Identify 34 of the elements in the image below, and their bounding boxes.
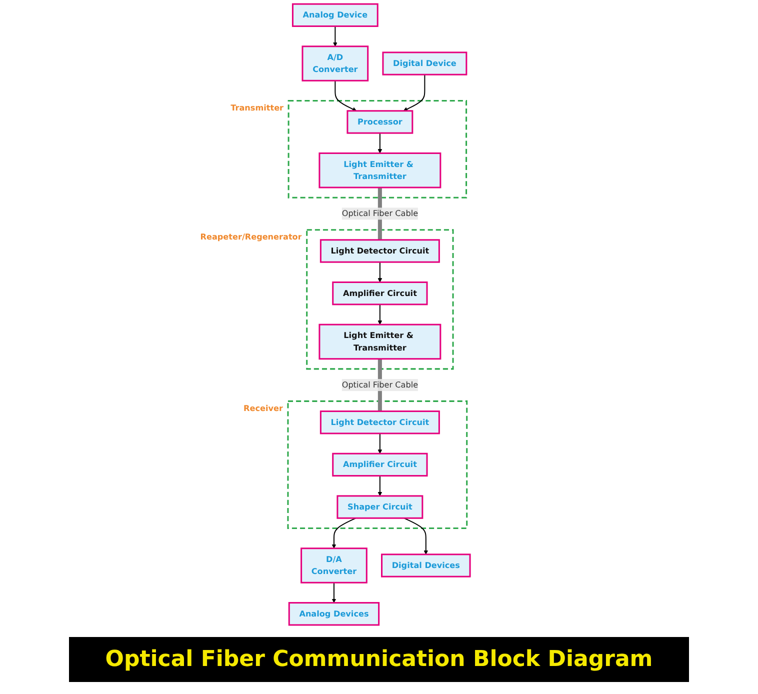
arrow <box>334 80 357 112</box>
node-box: Analog Device <box>292 3 378 27</box>
arrow <box>332 518 356 549</box>
node-box: Light Emitter & Transmitter <box>318 152 442 188</box>
node-label: Receiver <box>244 403 283 413</box>
arrow <box>332 582 336 603</box>
diagram-title: Optical Fiber Communication Block Diagram <box>69 637 689 682</box>
node-box: Digital Device <box>382 52 468 76</box>
node-box: D/A Converter <box>300 548 368 584</box>
node-box: Amplifier Circuit <box>332 452 428 477</box>
arrow <box>378 262 382 282</box>
node-label: Transmitter <box>230 102 284 112</box>
arrow <box>403 74 426 112</box>
node-box: Processor <box>346 110 414 134</box>
node-label: Reapeter/Regenerator <box>200 232 302 242</box>
node-box: Analog Devices <box>288 602 380 626</box>
arrow <box>332 26 338 47</box>
arrow <box>404 518 428 555</box>
cluster <box>306 229 454 370</box>
cluster <box>288 100 468 198</box>
node-box: Shaper Circuit <box>336 495 424 519</box>
node-box: Light Detector Circuit <box>320 239 440 263</box>
arrow <box>378 433 382 454</box>
node-box: Amplifier Circuit <box>332 282 428 306</box>
arrow <box>378 476 382 496</box>
arrow <box>378 304 382 325</box>
arrow <box>378 133 382 154</box>
edge-label: Optical Fiber Cable <box>342 208 418 218</box>
node-box: Digital Devices <box>381 554 471 578</box>
node-box: A/D Converter <box>302 46 369 82</box>
node-box: Light Emitter & Transmitter <box>318 324 442 360</box>
edge-label: Optical Fiber Cable <box>342 380 418 390</box>
cluster <box>287 400 468 529</box>
node-box: Light Detector Circuit <box>320 410 440 434</box>
